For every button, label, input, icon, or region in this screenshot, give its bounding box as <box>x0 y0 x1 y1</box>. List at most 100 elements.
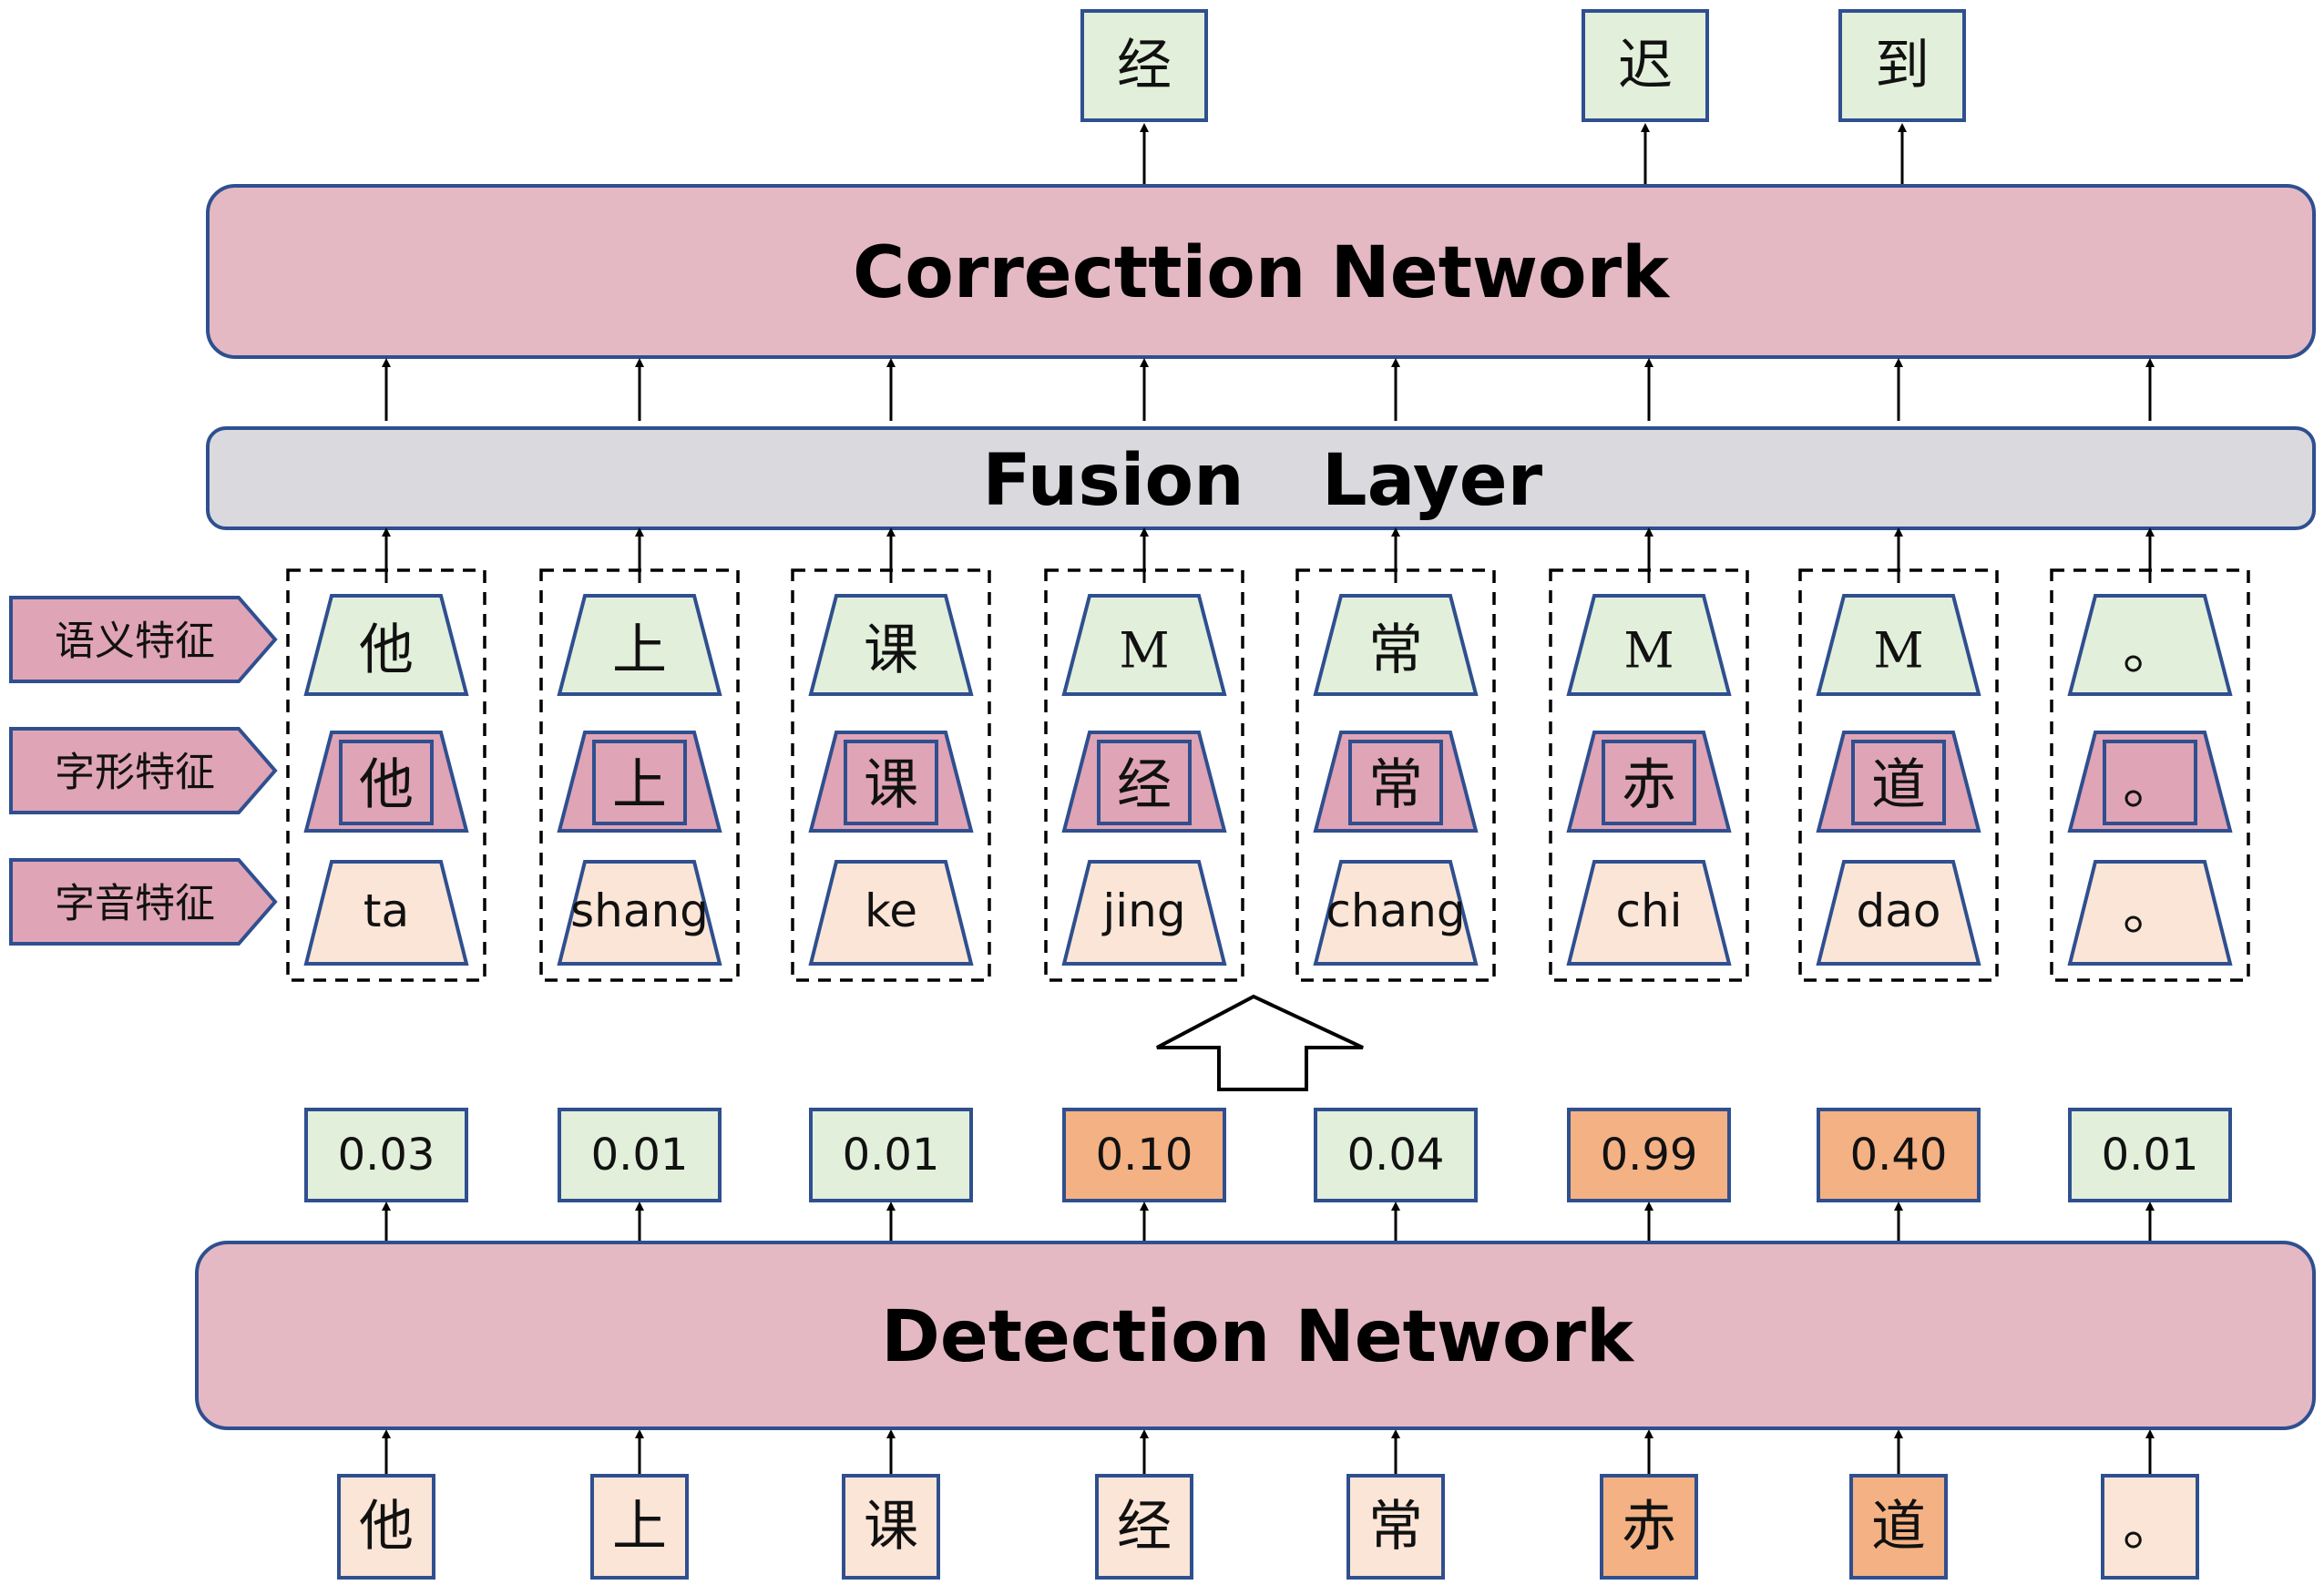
input-char-box <box>842 1474 940 1580</box>
probability-value: 0.04 <box>1347 1130 1445 1181</box>
semantic-feature-shape <box>557 594 722 696</box>
correction-network: Correcttion Network <box>206 184 2316 359</box>
input-char-text: 。 <box>2123 1495 2177 1559</box>
input-char-box <box>590 1474 689 1580</box>
feature-column: 。。。0.01。 <box>2050 358 2250 1580</box>
fusion-label-left: Fusion <box>982 440 1244 522</box>
feature-tag-label: 字形特征 <box>55 750 215 796</box>
phonetic-feature-text: shang <box>570 885 709 937</box>
feature-tag-glyph: 字形特征 <box>9 727 278 814</box>
column-frame <box>2050 568 2250 982</box>
probability-value: 0.01 <box>2102 1130 2199 1181</box>
phonetic-feature-shape <box>1816 860 1981 966</box>
phonetic-feature-shape <box>808 860 974 966</box>
input-char-text: 经 <box>1117 1495 1172 1559</box>
semantic-feature-text: 。 <box>2123 619 2177 682</box>
input-char-box <box>1849 1474 1948 1580</box>
input-char-text: 上 <box>612 1495 667 1559</box>
glyph-feature-text: 常 <box>1368 753 1423 817</box>
probability-box <box>1567 1108 1731 1202</box>
input-char-text: 课 <box>864 1495 918 1559</box>
input-char-box <box>2101 1474 2199 1580</box>
phonetic-feature-shape <box>2067 860 2233 966</box>
glyph-inner-box <box>844 740 938 825</box>
phonetic-feature-shape <box>303 860 469 966</box>
phonetic-feature-shape <box>1566 860 1732 966</box>
glyph-feature-text: 经 <box>1117 753 1172 817</box>
probability-value: 0.99 <box>1601 1130 1698 1181</box>
glyph-inner-box <box>339 740 434 825</box>
output-char: 到 <box>1875 34 1930 97</box>
column-frame <box>286 568 486 982</box>
input-char-text: 常 <box>1368 1495 1423 1559</box>
column-frame <box>791 568 991 982</box>
semantic-feature-shape <box>1566 594 1732 696</box>
glyph-inner-box <box>1851 740 1946 825</box>
feature-tag-semantic: 语义特征 <box>9 596 278 683</box>
glyph-feature-text: 课 <box>864 753 918 817</box>
semantic-feature-text: 他 <box>359 619 414 682</box>
fusion-label-right: Layer <box>1322 440 1543 522</box>
input-char-box <box>1600 1474 1698 1580</box>
feature-tag-label: 字音特征 <box>55 881 215 927</box>
glyph-inner-box <box>1348 740 1443 825</box>
phonetic-feature-text: ta <box>363 885 409 937</box>
column-frame <box>1798 568 1999 982</box>
phonetic-feature-shape <box>1061 860 1227 966</box>
glyph-inner-box <box>2103 740 2197 825</box>
glyph-inner-box <box>1602 740 1696 825</box>
feature-columns: 他他ta0.03他上上shang0.01上课课ke0.01课M经jing0.10… <box>286 358 2250 1580</box>
semantic-feature-text: M <box>1623 622 1674 680</box>
column-frame <box>1549 568 1749 982</box>
semantic-feature-shape <box>2067 594 2233 696</box>
phonetic-feature-shape <box>557 860 722 966</box>
output-row: 经 迟 到 <box>1080 9 1966 122</box>
glyph-feature-text: 。 <box>2123 753 2177 817</box>
column-frame <box>1295 568 1496 982</box>
glyph-inner-box <box>592 740 687 825</box>
column-frame <box>1044 568 1244 982</box>
output-box-1: 经 <box>1080 9 1208 122</box>
semantic-feature-text: M <box>1873 622 1923 680</box>
input-char-text: 道 <box>1871 1495 1926 1559</box>
output-char: 迟 <box>1618 34 1673 97</box>
probability-box <box>809 1108 973 1202</box>
input-char-text: 赤 <box>1622 1495 1676 1559</box>
glyph-inner-box <box>1097 740 1192 825</box>
probability-box <box>1314 1108 1478 1202</box>
probability-value: 0.40 <box>1850 1130 1948 1181</box>
probability-value: 0.10 <box>1096 1130 1193 1181</box>
semantic-feature-text: 课 <box>864 619 918 682</box>
probability-box <box>2068 1108 2232 1202</box>
input-char-box <box>337 1474 435 1580</box>
semantic-feature-shape <box>808 594 974 696</box>
semantic-feature-text: M <box>1119 622 1169 680</box>
probability-value: 0.01 <box>591 1130 689 1181</box>
semantic-feature-text: 上 <box>612 619 667 682</box>
feature-column: M 经 jing 0.10 经 <box>1044 358 1244 1580</box>
output-char: 经 <box>1117 34 1172 97</box>
probability-box <box>1817 1108 1981 1202</box>
semantic-feature-shape <box>1313 594 1479 696</box>
semantic-feature-shape <box>303 594 469 696</box>
phonetic-feature-text: jing <box>1101 885 1185 937</box>
phonetic-feature-text: 。 <box>2123 879 2177 943</box>
feature-tags: 语义特征 字形特征 字音特征 <box>9 596 278 946</box>
feature-tag-phonetic: 字音特征 <box>9 858 278 946</box>
phonetic-feature-text: chang <box>1326 885 1465 937</box>
probability-value: 0.03 <box>338 1130 435 1181</box>
detection-network-label: Detection Network <box>881 1296 1635 1378</box>
output-box-2: 迟 <box>1582 9 1709 122</box>
output-box-3: 到 <box>1838 9 1966 122</box>
phonetic-feature-text: ke <box>865 885 917 937</box>
phonetic-feature-shape <box>1313 860 1479 966</box>
glyph-feature-text: 上 <box>612 753 667 817</box>
input-char-box <box>1095 1474 1193 1580</box>
phonetic-feature-text: dao <box>1857 885 1941 937</box>
output-arrows <box>1140 123 1907 184</box>
fusion-layer: Fusion Layer <box>206 426 2316 530</box>
